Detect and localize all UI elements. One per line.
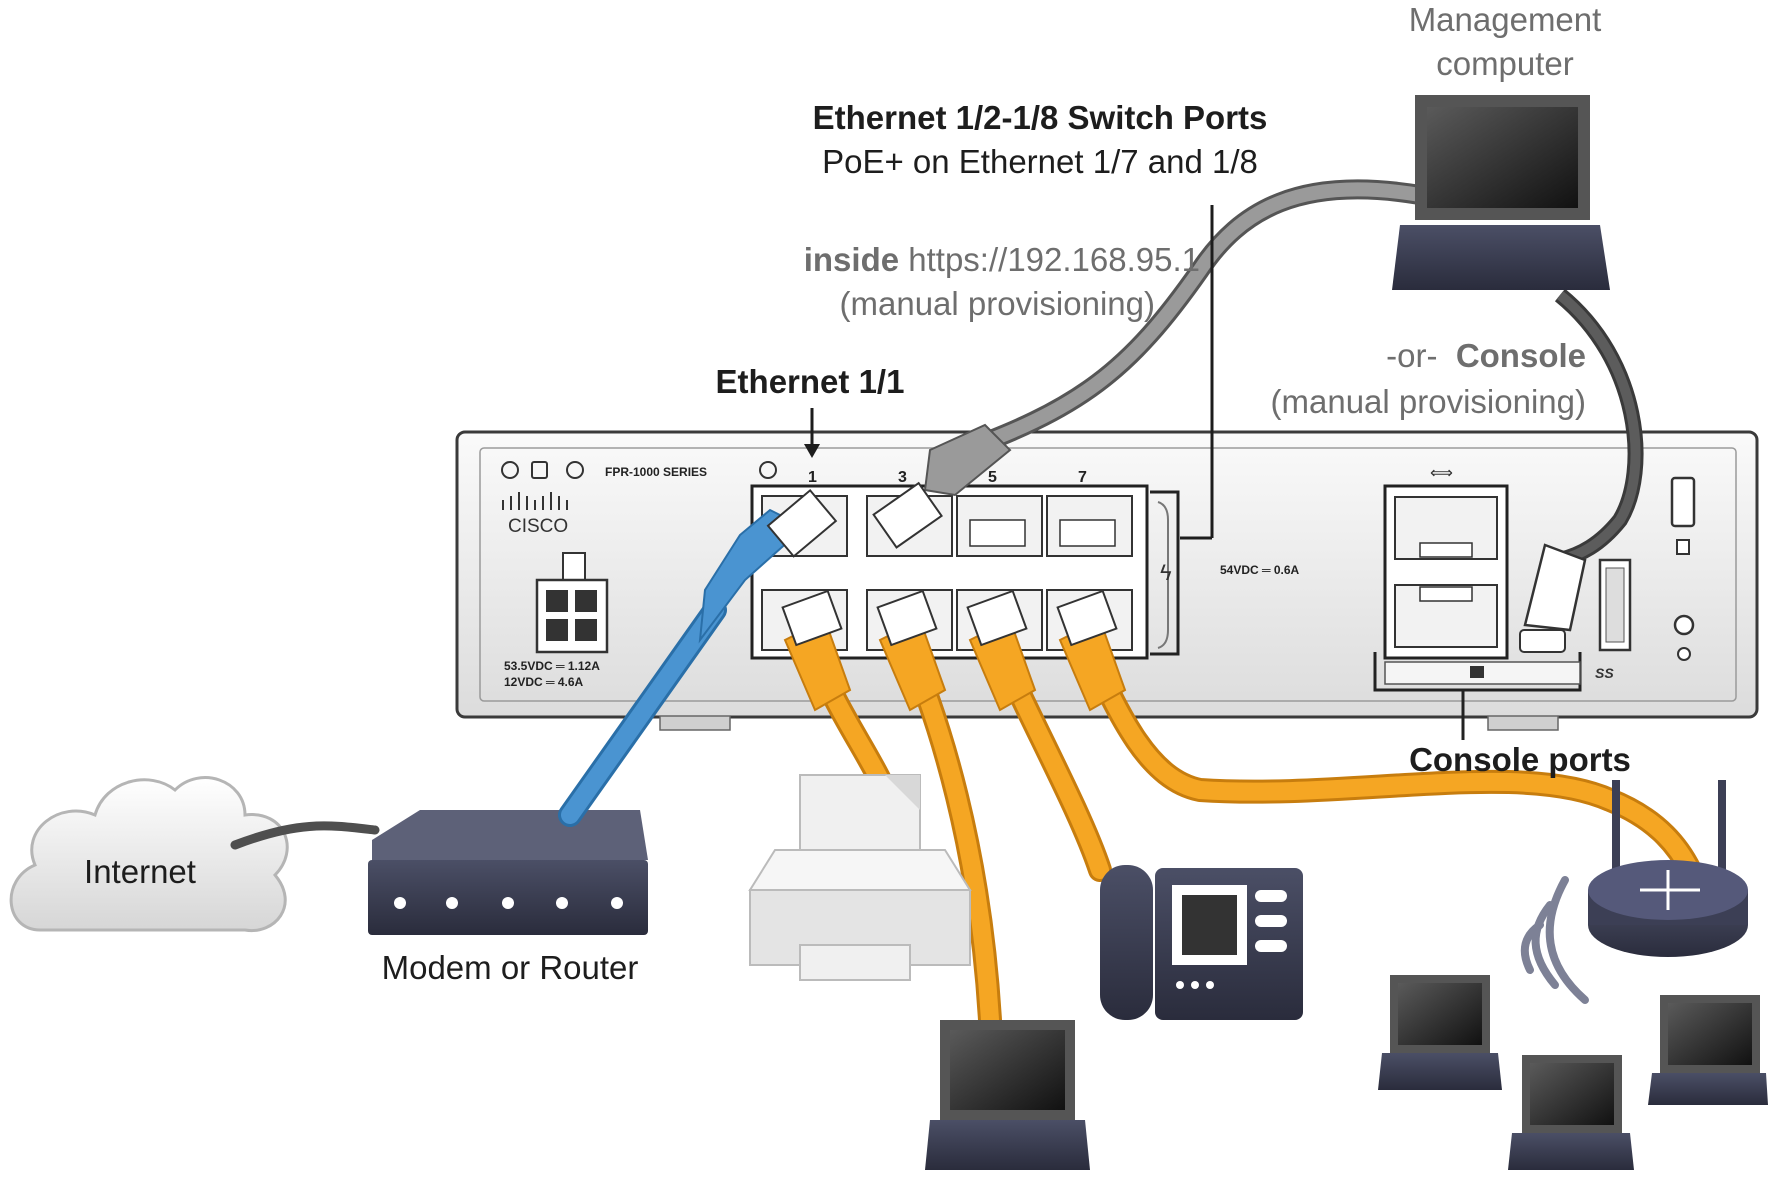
power-rating-1: 53.5VDC ═ 1.12A (504, 659, 600, 673)
cisco-brand-text: CISCO (508, 516, 568, 537)
modem-icon (368, 810, 648, 935)
ethernet-1-1-label: Ethernet 1/1 (715, 363, 905, 400)
port-number-5: 5 (988, 469, 997, 486)
internet-cable (230, 821, 380, 850)
management-label-line1: Management (1408, 1, 1602, 38)
status-icons (501, 461, 584, 479)
port-number-7: 7 (1078, 469, 1087, 486)
firepower-chassis: FPR-1000 SERIES CISCO 53.5VDC ═ 1.12A 12… (455, 430, 1759, 740)
inside-address-line: inside https://192.168.95.1 (700, 240, 1200, 280)
console-line: -or- Console (1200, 336, 1586, 376)
port-number-1: 1 (808, 469, 817, 486)
poe-bolt-icon: ϟ (1160, 560, 1172, 585)
ip-phone-icon (1100, 865, 1303, 1020)
power-rating-2: 12VDC ═ 4.6A (504, 675, 584, 689)
ethernet-1-1-arrow (804, 408, 820, 458)
kensington-lock-icon (1670, 476, 1696, 528)
switch-ports-poe-label: PoE+ on Ethernet 1/7 and 1/8 (822, 143, 1258, 180)
outside-cable-plug (698, 488, 838, 644)
fan-icon (759, 461, 777, 479)
usb-port (1598, 558, 1632, 652)
power-connector-icon (535, 552, 609, 654)
inside-provisioning-note: (manual provisioning) (839, 285, 1155, 322)
management-cable-plug (872, 423, 1012, 549)
or-label: -or- (1386, 337, 1438, 374)
mini-usb-port (1519, 629, 1566, 653)
inside-url: https://192.168.95.1 (908, 241, 1200, 278)
poe-rating-label: 54VDC ═ 0.6A (1220, 563, 1300, 577)
console-ports-label: Console ports (1409, 741, 1631, 778)
wireless-router-icon (1588, 780, 1748, 957)
printer-icon (748, 774, 972, 981)
internet-label: Internet (84, 853, 196, 890)
inside-label: inside (803, 241, 900, 278)
laptop-icon (925, 95, 1768, 1170)
console-provisioning-note: (manual provisioning) (1270, 383, 1586, 420)
cisco-logo (502, 492, 568, 510)
console-cable-plug (1523, 543, 1587, 632)
console-label: Console (1455, 337, 1586, 374)
network-mgmt-icon: ⟺ (1430, 465, 1453, 482)
port-number-3: 3 (898, 469, 907, 486)
modem-router-label: Modem or Router (381, 949, 639, 986)
usb-ss-label: SS (1595, 665, 1614, 681)
inside-cable-plugs (781, 589, 1127, 712)
management-label-line2: computer (1436, 45, 1574, 82)
power-button-icon[interactable] (1673, 614, 1695, 636)
device-series-label: FPR-1000 SERIES (605, 465, 707, 479)
cloud-icon (9, 776, 289, 933)
wifi-signal-icon (1520, 876, 1589, 1004)
console-port-block: ⟺ (1373, 465, 1582, 740)
switch-ports-title: Ethernet 1/2-1/8 Switch Ports (812, 99, 1268, 136)
leader-lines (1180, 205, 1214, 540)
